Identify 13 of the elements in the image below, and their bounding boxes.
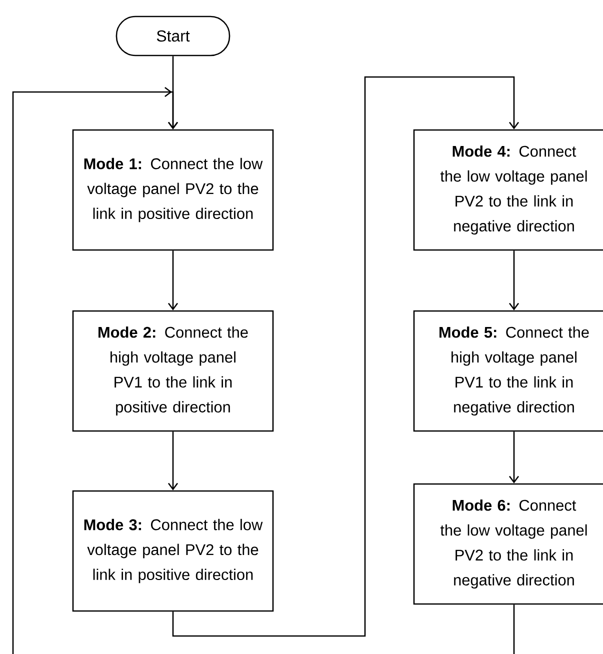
arrow — [172, 76, 520, 637]
start-terminal: Start — [116, 16, 230, 56]
arrow — [508, 250, 520, 310]
process-box: Mode 4: Connect the low voltage panel PV2 to the link in negative direction — [413, 129, 603, 251]
arrow — [168, 250, 178, 310]
process-box: Mode 5: Connect the high voltage panel PV1 to the link in negative direction — [413, 310, 603, 432]
process-box: Mode 2: Connect the high voltage panel PV1 to the link in positive direction — [72, 310, 274, 432]
process-box: Mode 1: Connect the low voltage panel PV2 to the link in positive direction — [72, 129, 274, 251]
arrow — [508, 432, 520, 484]
arrow — [168, 432, 178, 490]
process-box: Mode 6: Connect the low voltage panel PV2 to the link in negative direction — [413, 483, 603, 605]
arrow — [12, 86, 178, 654]
process-box: Mode 3: Connect the low voltage panel PV2 to the link in positive direction — [72, 490, 274, 612]
